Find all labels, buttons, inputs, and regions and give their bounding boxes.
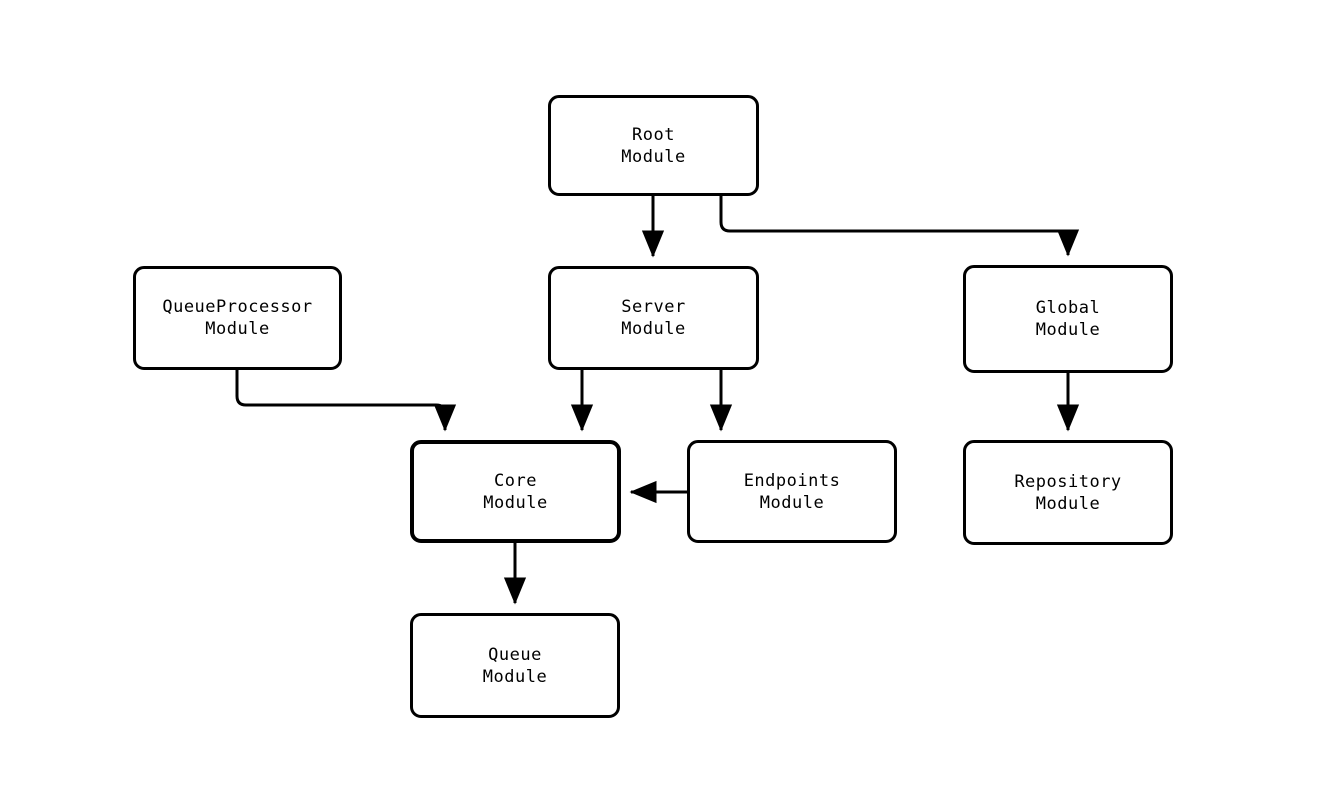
node-label-secondary: Module [1035, 320, 1101, 340]
node-label-secondary: Module [205, 319, 270, 339]
node-label-primary: Endpoints [743, 470, 841, 491]
node-label-secondary: Module [1035, 493, 1101, 514]
node-label-primary: Core [494, 470, 537, 491]
node-label-secondary: Module [483, 492, 548, 513]
node-label-secondary: Module [759, 492, 825, 513]
node-label-primary: Global [1035, 298, 1101, 318]
node-label-primary: QueueProcessor [162, 297, 313, 317]
node-label-primary: Queue [488, 644, 542, 665]
edge-queueprocessor-to-core [235, 370, 457, 432]
node-label-primary: Server [621, 297, 686, 317]
node-label-primary: Repository [1014, 471, 1122, 492]
edge-root-to-global [719, 196, 1080, 257]
node-label-secondary: Module [482, 666, 548, 687]
node-label-primary: Root [632, 124, 675, 145]
edges-group [235, 196, 1080, 605]
node-label-secondary: Module [621, 146, 686, 167]
node-label-secondary: Module [621, 319, 686, 339]
